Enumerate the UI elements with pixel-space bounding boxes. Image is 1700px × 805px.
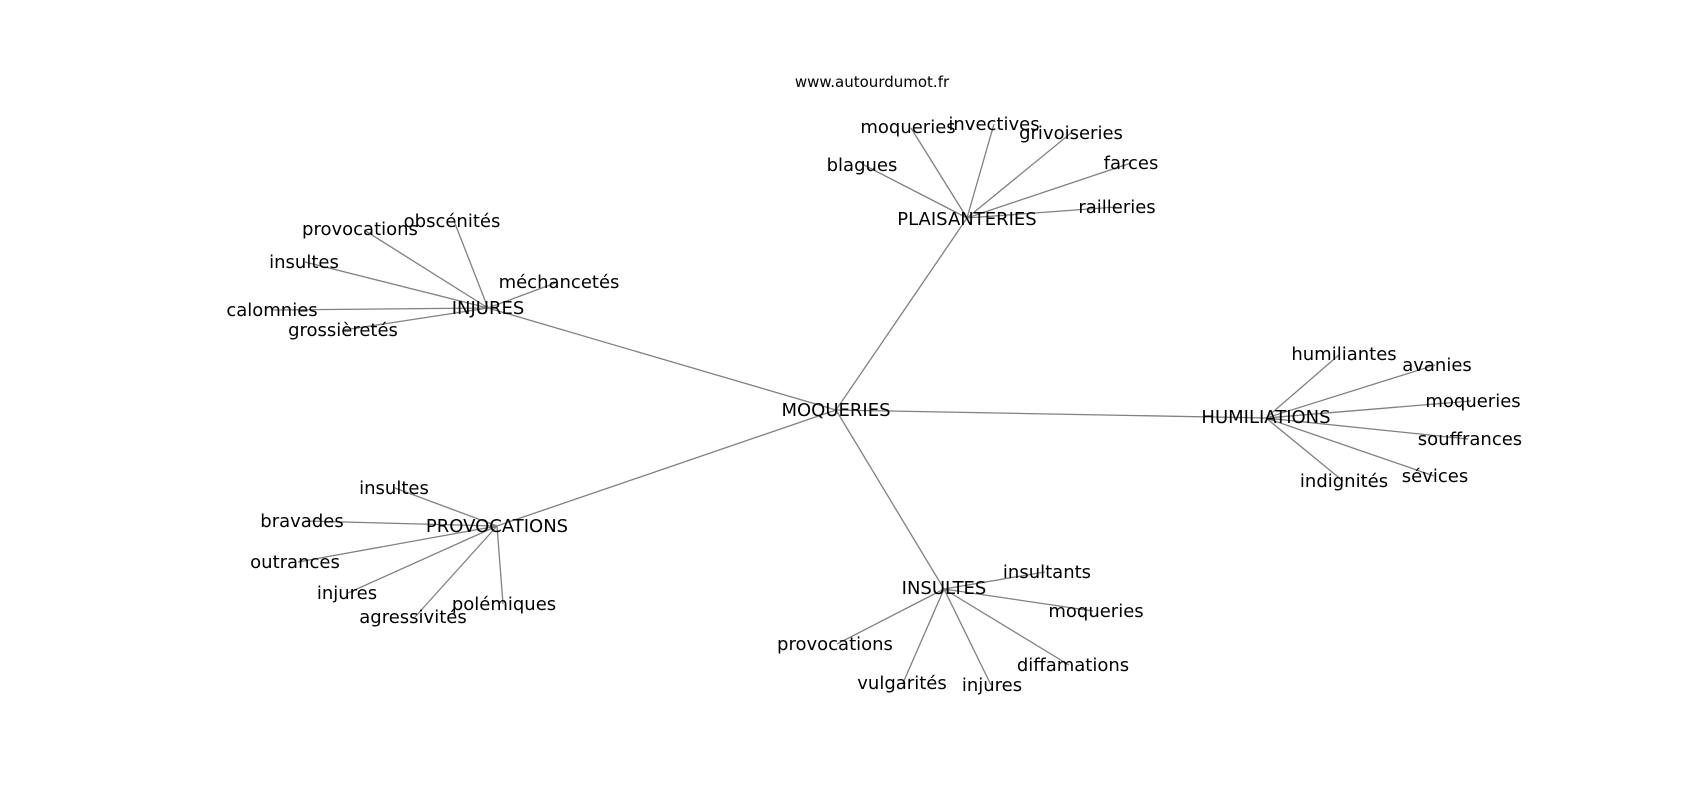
leaf-word[interactable]: farces bbox=[1104, 153, 1159, 174]
leaf-word[interactable]: grossièretés bbox=[288, 320, 398, 341]
leaf-word[interactable]: souffrances bbox=[1418, 429, 1522, 450]
edge-group-to-word bbox=[910, 127, 968, 219]
group-node-injures[interactable]: INJURES bbox=[452, 298, 525, 319]
leaf-word[interactable]: polémiques bbox=[452, 594, 556, 615]
leaf-word[interactable]: sévices bbox=[1402, 466, 1468, 487]
leaf-word[interactable]: méchancetés bbox=[499, 272, 620, 293]
leaf-word[interactable]: insultes bbox=[269, 252, 339, 273]
edge-group-to-word bbox=[836, 588, 945, 645]
edge-group-to-word bbox=[1265, 417, 1469, 440]
edge-group-to-word bbox=[363, 229, 489, 309]
source-watermark[interactable]: www.autourdumot.fr bbox=[795, 73, 950, 91]
edge-group-to-word bbox=[347, 525, 498, 594]
edge-group-to-word bbox=[496, 525, 504, 605]
edge-group-to-word bbox=[1265, 364, 1436, 419]
leaf-word[interactable]: calomnies bbox=[226, 300, 317, 321]
leaf-word[interactable]: moqueries bbox=[1048, 601, 1143, 622]
edge-center-to-group bbox=[835, 409, 1267, 419]
edge-group-to-word bbox=[414, 525, 498, 618]
leaf-word[interactable]: bravades bbox=[260, 511, 343, 532]
group-node-provocations[interactable]: PROVOCATIONS bbox=[426, 516, 568, 537]
leaf-word[interactable]: moqueries bbox=[860, 117, 955, 138]
leaf-word[interactable]: injures bbox=[317, 583, 377, 604]
leaf-word[interactable]: injures bbox=[962, 675, 1022, 696]
edges bbox=[271, 123, 1472, 686]
leaf-word[interactable]: indignités bbox=[1300, 471, 1388, 492]
leaf-word[interactable]: avanies bbox=[1402, 355, 1472, 376]
edge-center-to-group bbox=[487, 307, 837, 411]
edge-group-to-word bbox=[271, 307, 489, 311]
edge-group-to-word bbox=[966, 162, 1132, 219]
group-node-insultes[interactable]: INSULTES bbox=[902, 578, 987, 599]
group-node-plaisanteries[interactable]: PLAISANTERIES bbox=[897, 209, 1036, 230]
edge-center-to-group bbox=[496, 409, 837, 527]
leaf-word[interactable]: insultes bbox=[359, 478, 429, 499]
leaf-word[interactable]: insultants bbox=[1003, 562, 1091, 583]
center-node[interactable]: MOQUERIES bbox=[781, 400, 890, 421]
leaf-word[interactable]: blagues bbox=[827, 155, 898, 176]
leaf-word[interactable]: diffamations bbox=[1017, 655, 1129, 676]
edge-group-to-word bbox=[394, 487, 498, 527]
leaf-word[interactable]: obscénités bbox=[404, 211, 501, 232]
leaf-word[interactable]: vulgarités bbox=[857, 673, 946, 694]
edge-center-to-group bbox=[835, 217, 968, 411]
edge-group-to-word bbox=[902, 588, 945, 684]
leaf-word[interactable]: provocations bbox=[777, 634, 893, 655]
edge-group-to-word bbox=[1265, 353, 1341, 419]
edge-group-to-word bbox=[1265, 400, 1472, 419]
leaf-word[interactable]: grivoiseries bbox=[1019, 123, 1123, 144]
edge-group-to-word bbox=[943, 588, 992, 686]
leaf-word[interactable]: moqueries bbox=[1425, 391, 1520, 412]
labels: www.autourdumot.fr MOQUERIES PLAISANTERI… bbox=[226, 73, 1522, 696]
edge-group-to-word bbox=[1265, 417, 1344, 482]
edge-group-to-word bbox=[297, 525, 498, 563]
edge-group-to-word bbox=[943, 571, 1046, 590]
edge-group-to-word bbox=[453, 220, 489, 309]
edge-group-to-word bbox=[863, 164, 968, 219]
leaf-word[interactable]: humiliantes bbox=[1291, 344, 1396, 365]
edge-group-to-word bbox=[487, 281, 559, 309]
edge-group-to-word bbox=[343, 307, 489, 331]
edge-group-to-word bbox=[966, 206, 1117, 219]
edge-group-to-word bbox=[966, 132, 1072, 219]
leaf-word[interactable]: invectives bbox=[948, 114, 1039, 135]
edge-center-to-group bbox=[835, 409, 945, 590]
leaf-word[interactable]: agressivités bbox=[359, 607, 466, 628]
leaf-word[interactable]: railleries bbox=[1078, 197, 1155, 218]
leaf-word[interactable]: provocations bbox=[302, 219, 418, 240]
edge-group-to-word bbox=[304, 261, 489, 309]
edge-group-to-word bbox=[304, 520, 498, 527]
group-node-humiliations[interactable]: HUMILIATIONS bbox=[1201, 407, 1330, 428]
edge-group-to-word bbox=[943, 588, 1094, 612]
leaf-word[interactable]: outrances bbox=[250, 552, 340, 573]
edge-group-to-word bbox=[1265, 417, 1435, 477]
edge-group-to-word bbox=[943, 588, 1070, 666]
edge-group-to-word bbox=[966, 123, 995, 219]
